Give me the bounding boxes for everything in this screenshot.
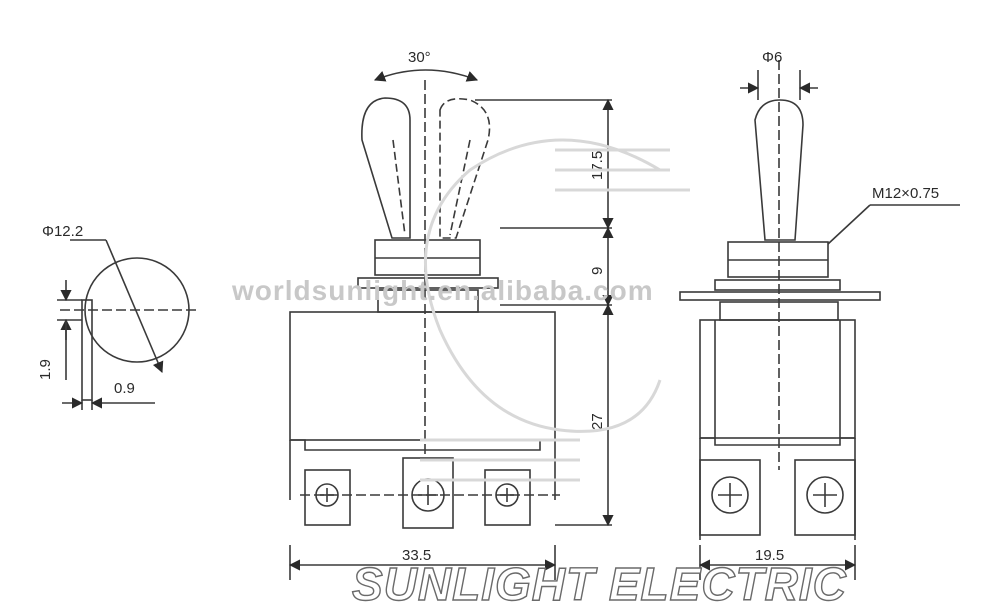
dim-0-9: 0.9 — [114, 380, 135, 397]
dim-17-5: 17.5 — [589, 151, 606, 180]
side-terminal-left — [699, 459, 761, 536]
key-slot — [81, 299, 93, 401]
side-terminal-right — [794, 459, 856, 536]
dim-27: 27 — [589, 413, 606, 430]
dim-19-5: 19.5 — [755, 547, 784, 564]
side-lever — [754, 99, 804, 241]
dim-33-5: 33.5 — [402, 547, 431, 564]
diameter-leader — [105, 239, 164, 374]
dim-1-9: 1.9 — [37, 359, 54, 380]
mounting-plate — [679, 291, 881, 301]
terminal-right — [484, 469, 531, 526]
angle-arc — [373, 69, 479, 82]
switch-body — [289, 311, 556, 441]
side-view — [679, 60, 960, 580]
lever-dashed — [439, 97, 491, 239]
dim-angle: 30° — [408, 49, 431, 66]
dim-diameter-lever: Φ6 — [762, 49, 782, 66]
dim-diameter-knob: Φ12.2 — [42, 223, 83, 240]
watermark-brand: SUNLIGHT ELECTRIC — [352, 558, 847, 607]
terminal-center — [402, 457, 454, 529]
dim-9: 9 — [589, 267, 606, 275]
side-body — [699, 319, 856, 439]
lever-solid — [361, 97, 411, 239]
watermark-site: worldsunlight.en.alibaba.com — [231, 275, 654, 306]
front-view — [288, 69, 614, 580]
knob-detail-view — [57, 239, 200, 410]
terminal-left — [304, 469, 351, 526]
watermark-logo — [420, 138, 690, 482]
dim-thread: M12×0.75 — [872, 185, 939, 202]
